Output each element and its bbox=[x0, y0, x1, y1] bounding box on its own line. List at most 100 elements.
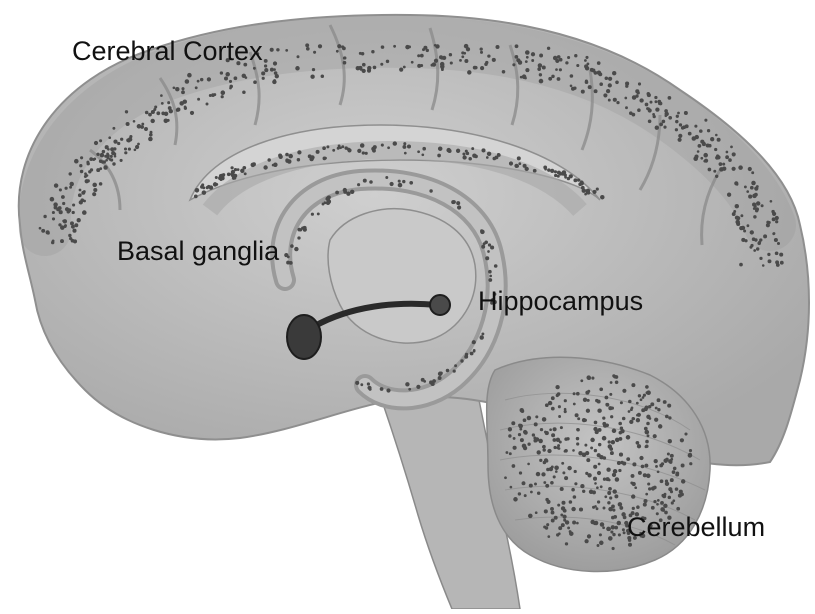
neuron-dot bbox=[659, 123, 663, 127]
neuron-dot bbox=[153, 108, 156, 111]
neuron-dot bbox=[613, 490, 616, 493]
neuron-dot bbox=[72, 203, 75, 206]
neuron-dot bbox=[84, 175, 87, 178]
neuron-dot bbox=[551, 396, 555, 400]
neuron-dot bbox=[195, 86, 198, 89]
neuron-dot bbox=[227, 172, 231, 176]
neuron-dot bbox=[511, 421, 515, 425]
neuron-dot bbox=[734, 181, 738, 185]
neuron-dot bbox=[202, 186, 205, 189]
neuron-dot bbox=[360, 143, 365, 148]
label-hippocampus: Hippocampus bbox=[478, 288, 643, 315]
neuron-dot bbox=[605, 403, 608, 406]
neuron-dot bbox=[587, 376, 591, 380]
neuron-dot bbox=[629, 111, 633, 115]
neuron-dot bbox=[294, 247, 298, 251]
neuron-dot bbox=[185, 79, 190, 84]
neuron-dot bbox=[730, 146, 733, 149]
neuron-dot bbox=[580, 484, 584, 488]
neuron-dot bbox=[245, 76, 248, 79]
neuron-dot bbox=[564, 399, 567, 402]
neuron-dot bbox=[494, 264, 498, 268]
neuron-dot bbox=[318, 44, 322, 48]
neuron-dot bbox=[608, 440, 611, 443]
neuron-dot bbox=[596, 430, 599, 433]
neuron-dot bbox=[645, 406, 649, 410]
neuron-dot bbox=[464, 355, 468, 359]
neuron-dot bbox=[438, 146, 442, 150]
neuron-dot bbox=[362, 63, 366, 67]
neuron-dot bbox=[699, 129, 703, 133]
neuron-dot bbox=[657, 499, 660, 502]
neuron-dot bbox=[617, 521, 621, 525]
neuron-dot bbox=[408, 388, 411, 391]
neuron-dot bbox=[558, 415, 561, 418]
neuron-dot bbox=[363, 179, 367, 183]
neuron-dot bbox=[524, 494, 527, 497]
neuron-dot bbox=[620, 461, 624, 465]
neuron-dot bbox=[613, 469, 618, 474]
neuron-dot bbox=[550, 507, 554, 511]
neuron-dot bbox=[310, 155, 314, 159]
neuron-dot bbox=[670, 454, 674, 458]
neuron-dot bbox=[722, 163, 725, 166]
neuron-dot bbox=[599, 82, 603, 86]
neuron-dot bbox=[525, 68, 529, 72]
neuron-dot bbox=[574, 470, 577, 473]
neuron-dot bbox=[535, 511, 538, 514]
neuron-dot bbox=[628, 543, 632, 547]
neuron-dot bbox=[649, 417, 652, 420]
neuron-dot bbox=[747, 224, 750, 227]
neuron-dot bbox=[102, 150, 105, 153]
neuron-dot bbox=[676, 471, 680, 475]
neuron-dot bbox=[622, 528, 625, 531]
neuron-dot bbox=[438, 376, 442, 380]
neuron-dot bbox=[594, 449, 597, 452]
neuron-dot bbox=[780, 261, 784, 265]
neuron-dot bbox=[262, 77, 265, 80]
neuron-dot bbox=[456, 201, 460, 205]
neuron-dot bbox=[637, 108, 641, 112]
neuron-dot bbox=[279, 155, 283, 159]
neuron-dot bbox=[593, 465, 597, 469]
neuron-dot bbox=[297, 150, 301, 154]
neuron-dot bbox=[637, 91, 640, 94]
neuron-dot bbox=[344, 146, 347, 149]
neuron-dot bbox=[636, 441, 640, 445]
neuron-dot bbox=[735, 204, 739, 208]
neuron-dot bbox=[587, 399, 590, 402]
neuron-dot bbox=[190, 111, 194, 115]
neuron-dot bbox=[74, 223, 78, 227]
neuron-dot bbox=[446, 369, 449, 372]
neuron-dot bbox=[572, 521, 576, 525]
neuron-dot bbox=[584, 193, 587, 196]
neuron-dot bbox=[386, 60, 389, 63]
neuron-dot bbox=[156, 111, 160, 115]
neuron-dot bbox=[398, 180, 401, 183]
neuron-dot bbox=[529, 484, 533, 488]
neuron-dot bbox=[732, 167, 736, 171]
neuron-dot bbox=[497, 153, 500, 156]
neuron-dot bbox=[531, 52, 535, 56]
neuron-dot bbox=[411, 61, 414, 64]
neuron-dot bbox=[404, 152, 407, 155]
neuron-dot bbox=[715, 156, 719, 160]
neuron-dot bbox=[603, 93, 607, 97]
neuron-dot bbox=[779, 253, 783, 257]
neuron-dot bbox=[512, 63, 515, 66]
neuron-dot bbox=[665, 415, 669, 419]
neuron-dot bbox=[655, 107, 659, 111]
neuron-dot bbox=[211, 93, 215, 97]
neuron-dot bbox=[728, 158, 732, 162]
neuron-dot bbox=[148, 113, 152, 117]
neuron-dot bbox=[694, 125, 697, 128]
neuron-dot bbox=[587, 534, 591, 538]
neuron-dot bbox=[53, 202, 57, 206]
neuron-dot bbox=[234, 76, 238, 80]
neuron-dot bbox=[562, 501, 566, 505]
neuron-dot bbox=[697, 150, 700, 153]
neuron-dot bbox=[110, 155, 113, 158]
neuron-dot bbox=[520, 408, 524, 412]
neuron-dot bbox=[573, 392, 576, 395]
neuron-dot bbox=[557, 392, 561, 396]
